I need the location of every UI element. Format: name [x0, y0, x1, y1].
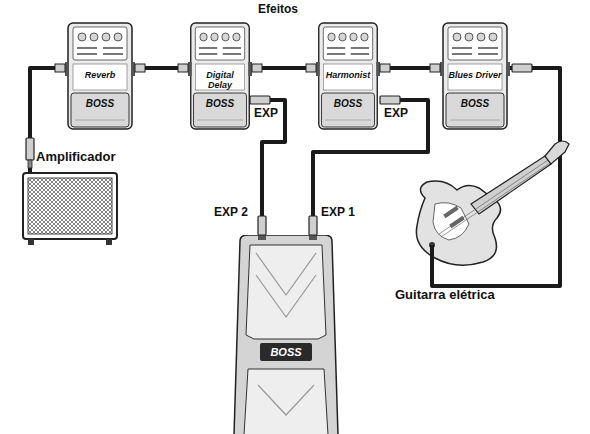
- cable: [135, 68, 188, 69]
- amplifier: Amplificador: [22, 172, 118, 246]
- pedal-name: Blues Driver: [446, 71, 504, 81]
- effect-pedal: Digital DelayBOSS: [188, 22, 252, 132]
- guitar-drawing: [405, 138, 572, 280]
- pedal-name: Reverb: [71, 71, 129, 81]
- jack-label: EXP: [254, 106, 278, 120]
- cable-line: [252, 66, 316, 70]
- brand-logo: BOSS: [322, 98, 374, 109]
- pedal-name: Harmonist: [322, 71, 374, 81]
- cable-line: [135, 66, 188, 70]
- effect-pedal: HarmonistBOSS: [316, 22, 380, 132]
- electric-guitar: Guitarra elétrica: [405, 138, 572, 280]
- expression-pedal: BOSS: [232, 235, 340, 434]
- cable: [380, 68, 440, 69]
- jack-label: EXP 1: [321, 205, 355, 219]
- effect-pedal: ReverbBOSS: [65, 22, 135, 132]
- jack-label: EXP 2: [214, 205, 248, 219]
- cable-line: [313, 100, 428, 235]
- group-heading: Efeitos: [258, 2, 298, 16]
- amp-plug: [26, 138, 34, 168]
- cable: [252, 100, 285, 235]
- cable-line: [252, 100, 285, 235]
- brand-logo: BOSS: [446, 98, 504, 109]
- brand-logo: BOSS: [71, 98, 129, 109]
- pedal-name: Digital Delay: [194, 71, 246, 91]
- cable: [313, 100, 428, 235]
- brand-logo: BOSS: [194, 98, 246, 109]
- cable-line: [380, 66, 440, 70]
- effect-pedal: Blues DriverBOSS: [440, 22, 510, 132]
- node-label: Amplificador: [36, 150, 115, 164]
- guitar-plug: [512, 64, 532, 72]
- brand-logo: BOSS: [232, 346, 340, 358]
- expression-pedal-outline: [232, 235, 340, 434]
- node-label: Guitarra elétrica: [395, 288, 495, 302]
- cable: [252, 68, 316, 69]
- amplifier-drawing: [22, 172, 118, 246]
- jack-label: EXP: [384, 106, 408, 120]
